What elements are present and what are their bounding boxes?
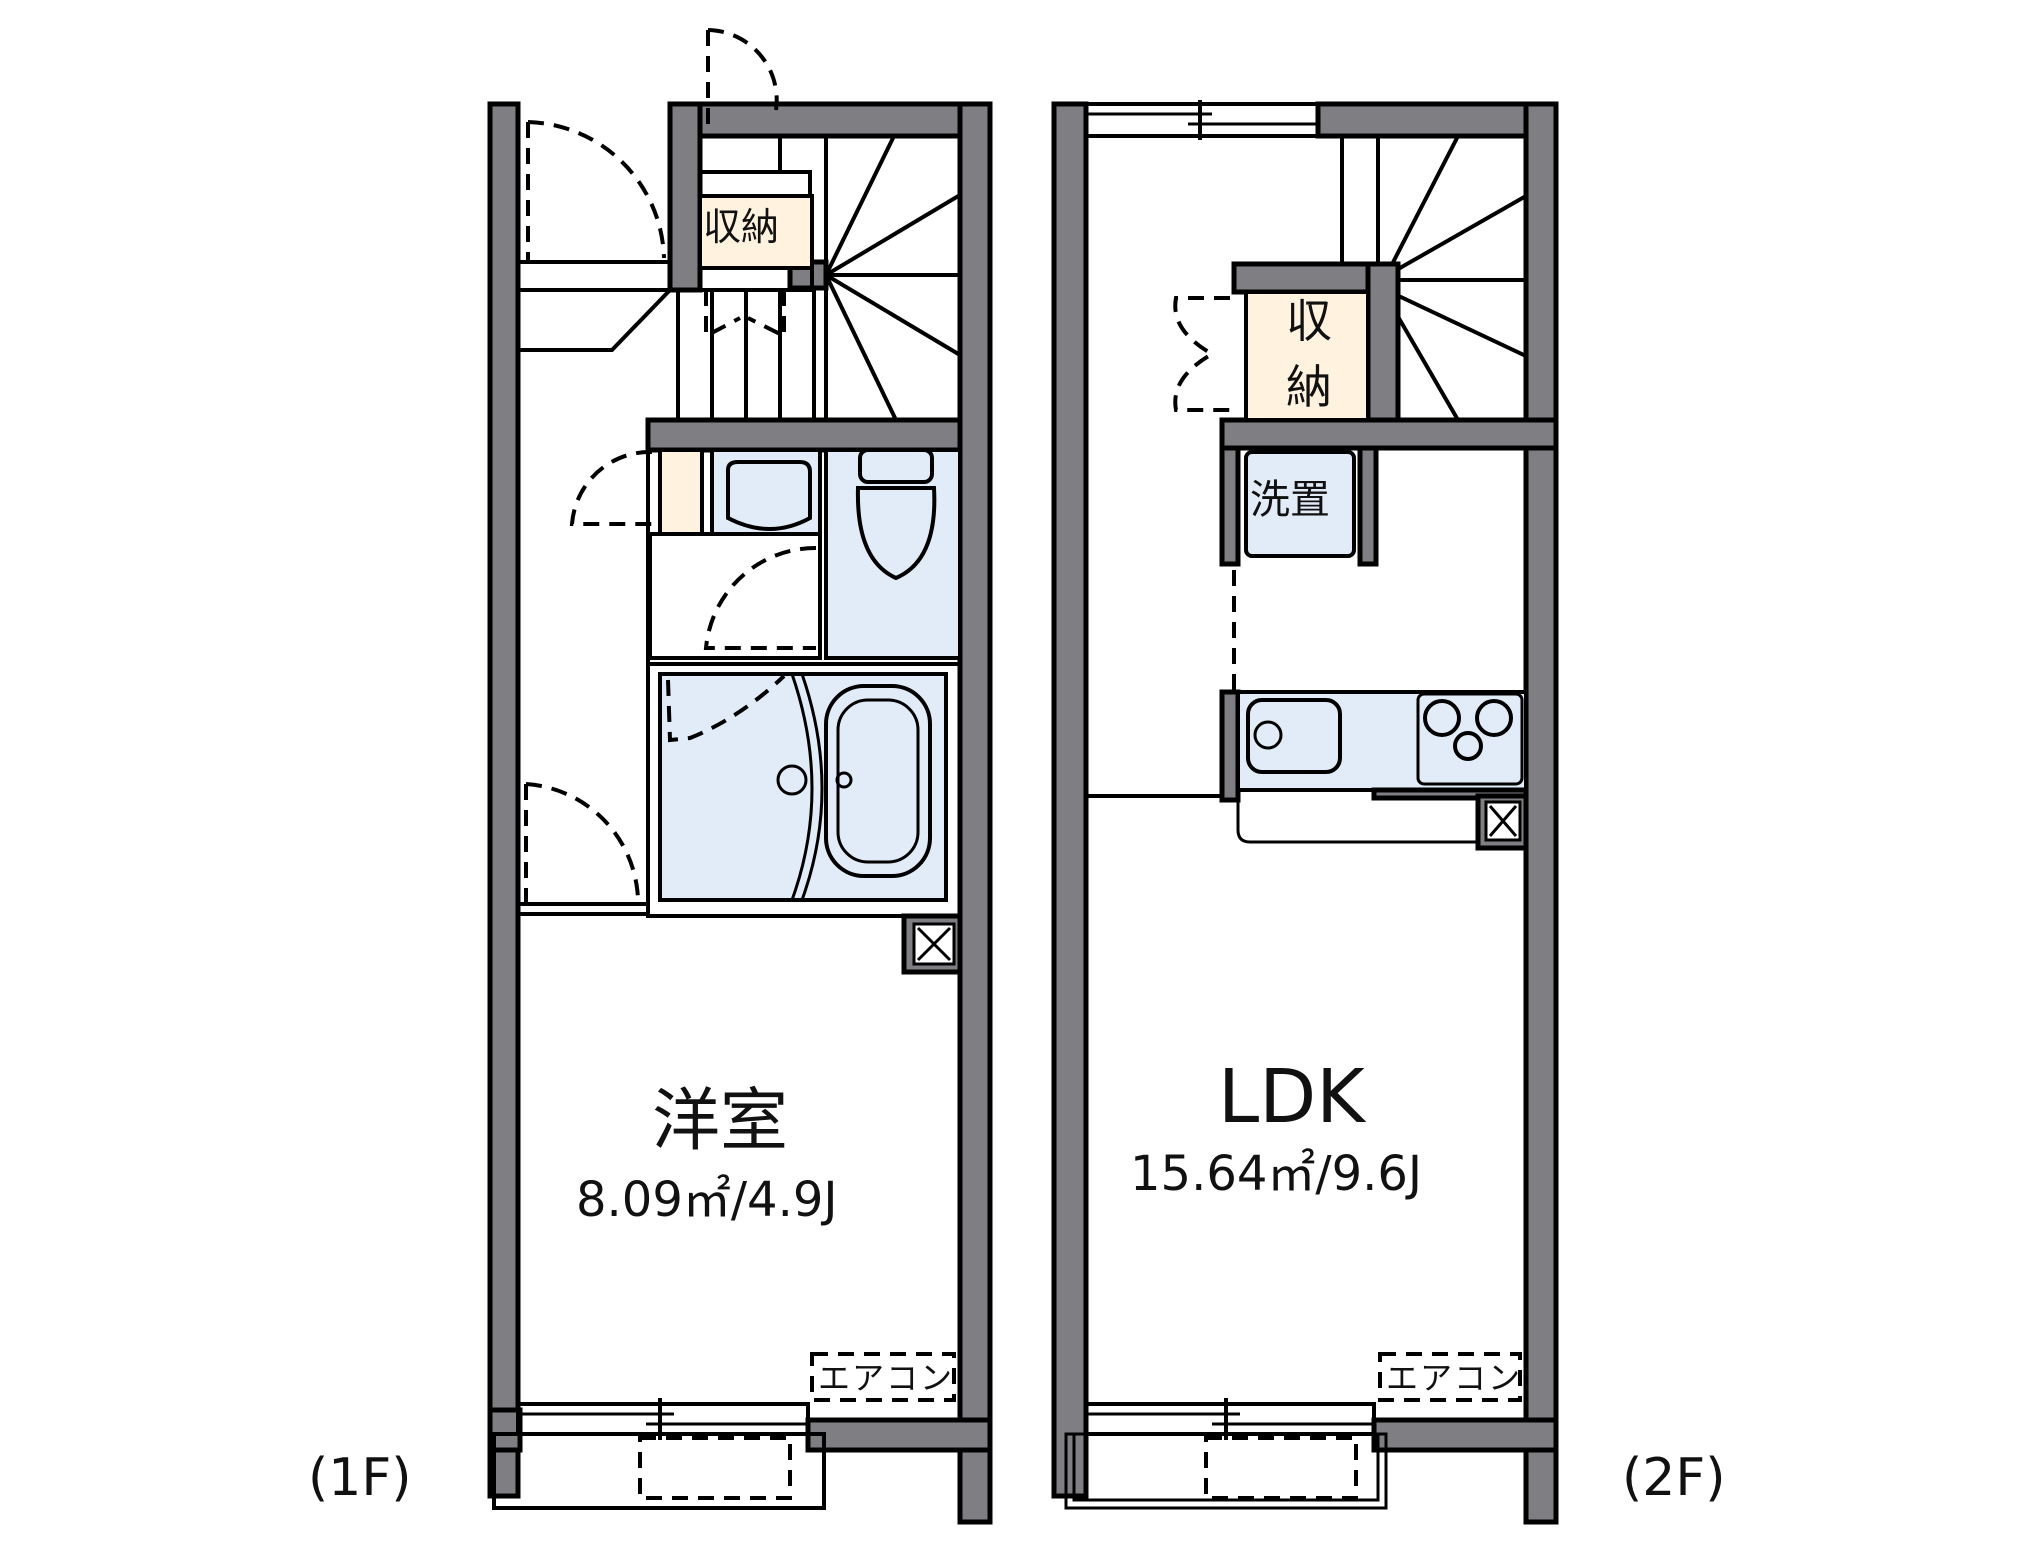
wall-2f-bottom-right — [1371, 1417, 1559, 1453]
burner-3 — [1453, 731, 1483, 761]
shoe-cabinet-door-swing — [569, 449, 653, 526]
storage-2f-label-top: 収 — [1286, 294, 1332, 348]
storage-2f — [1244, 290, 1370, 422]
entry-door-swing — [706, 28, 779, 136]
kitchen-backguard — [1236, 800, 1476, 844]
bath-folding-door — [666, 674, 786, 743]
wall-1f-bottom-right — [805, 1417, 993, 1453]
room-2f-area: 15.64㎡/9.6J — [1130, 1146, 1423, 1202]
aircon-1f — [810, 1352, 956, 1402]
wall-2f-top — [1315, 101, 1559, 139]
shower-drain — [776, 764, 808, 796]
vent-2f-icon — [1488, 805, 1518, 837]
outdoor-unit-1f — [638, 1436, 792, 1500]
window-2f-top — [1084, 100, 1320, 140]
bathtub-drain — [835, 771, 853, 789]
shoe-cabinet-1f — [658, 448, 704, 536]
storage-1f-door-swing — [704, 290, 786, 340]
burner-2 — [1475, 699, 1513, 737]
bath-door-swing — [703, 545, 817, 650]
balcony-1f — [492, 1432, 826, 1510]
storage-2f-door-swing — [1173, 296, 1230, 412]
toilet-room — [824, 448, 962, 660]
floor-1f-label: (1F) — [308, 1448, 412, 1508]
washer-space — [1244, 450, 1356, 558]
wall-2f-storage-top — [1231, 261, 1389, 295]
wall-2f-stair-bottom — [1219, 417, 1559, 451]
entrance-step — [518, 288, 675, 352]
entry-step — [698, 134, 782, 174]
bathtub — [824, 684, 932, 878]
aircon-2f-label: エアコン — [1386, 1359, 1523, 1397]
wall-2f-storage-right — [1365, 261, 1401, 435]
wall-2f-washer-left — [1219, 445, 1241, 567]
storage-2f-label-bottom: 納 — [1286, 360, 1332, 414]
floor-1f — [487, 28, 993, 1525]
aircon-2f — [1378, 1352, 1522, 1402]
kitchen-sink — [1246, 698, 1342, 774]
stairs-1f — [676, 134, 962, 422]
wall-1f-right — [957, 101, 993, 1525]
wall-2f-left — [1051, 101, 1089, 1499]
floor-2f-label: (2F) — [1622, 1448, 1726, 1508]
wall-1f-stair-bottom — [645, 417, 963, 453]
entrance-door-swing — [526, 120, 666, 262]
room-1f-name: 洋室 — [652, 1082, 789, 1161]
washer-space-label: 洗置 — [1250, 477, 1330, 523]
toilet-bowl — [855, 486, 937, 581]
room-1f-area: 8.09㎡/4.9J — [576, 1172, 838, 1228]
wall-2f-right — [1523, 101, 1559, 1525]
wall-1f-top-entry — [667, 101, 703, 293]
room-door-swing — [524, 782, 640, 902]
stairs-2f — [1340, 135, 1527, 422]
room-2f-name: LDK — [1218, 1054, 1365, 1140]
wall-1f-top-right — [697, 101, 993, 139]
sink-drain — [1253, 720, 1283, 750]
washbasin — [726, 460, 812, 531]
floor-2f — [1051, 100, 1559, 1525]
aircon-1f-label: エアコン — [818, 1359, 955, 1397]
wall-2f-kitchen-left — [1219, 689, 1241, 803]
toilet-tank — [858, 448, 934, 484]
entrance-door-frame — [516, 260, 672, 292]
bath-divider — [790, 673, 824, 901]
vent-1f-icon — [916, 926, 952, 962]
outdoor-unit-2f — [1204, 1436, 1358, 1500]
wall-1f-left — [487, 101, 521, 1499]
stove — [1416, 692, 1524, 786]
wall-2f-washer-right — [1357, 445, 1379, 567]
burner-1 — [1423, 699, 1461, 737]
entry-threshold — [698, 170, 812, 198]
storage-1f-label: 収納 — [703, 205, 780, 249]
storage-1f — [698, 194, 814, 270]
